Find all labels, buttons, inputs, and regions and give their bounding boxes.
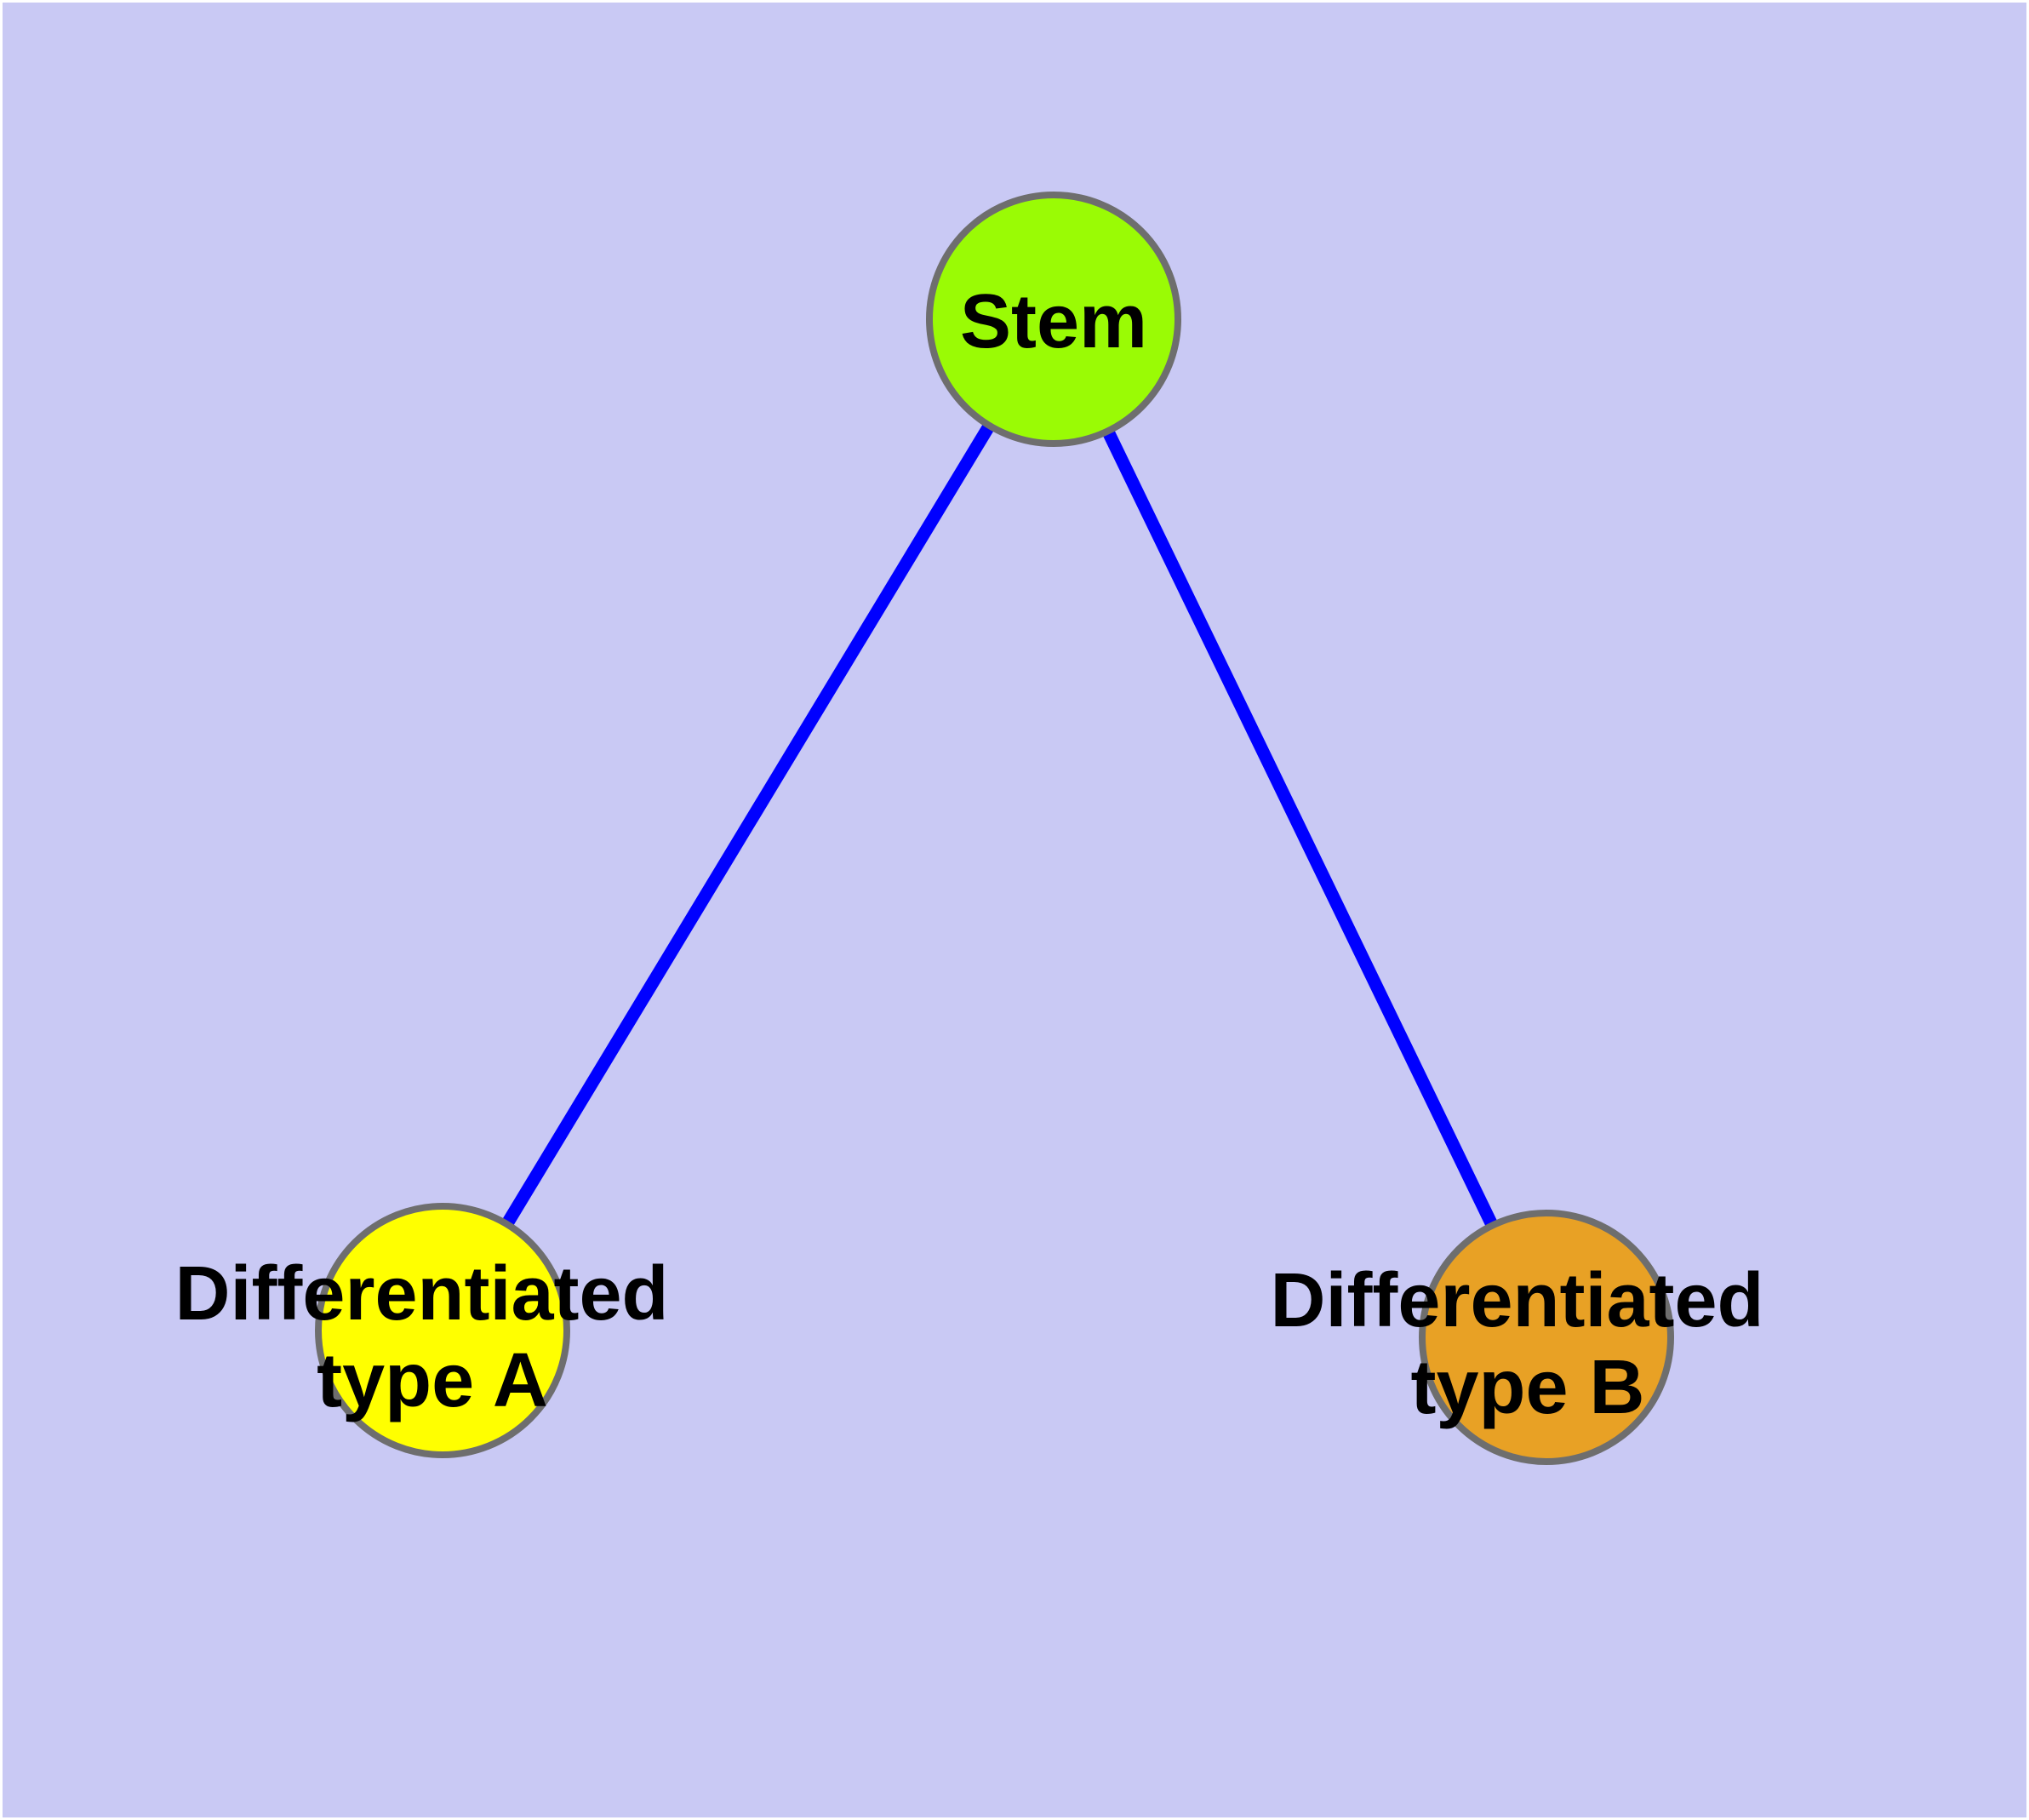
edge-stem-to-type-a [437,316,1060,1334]
node-stem [926,192,1181,447]
edge-stem-to-type-b [1048,316,1552,1341]
node-type-b-label-line1: Differentiated [1270,1258,1763,1343]
node-type-b-label: Differentiated type B [1270,1258,1785,1430]
node-differentiated-type-b [1419,1210,1674,1465]
edge-group [437,316,1552,1341]
node-differentiated-type-a [315,1203,570,1458]
node-type-a-label-line2: type A [317,1338,548,1423]
node-stem-label: Stem [960,279,1147,364]
node-type-a-label-line1: Differentiated [174,1251,668,1336]
node-group [315,192,1674,1465]
label-group: Stem Differentiated type A Differentiate… [174,279,1785,1430]
node-type-a-label: Differentiated type A [174,1251,689,1423]
node-type-b-label-line2: type B [1410,1345,1644,1430]
